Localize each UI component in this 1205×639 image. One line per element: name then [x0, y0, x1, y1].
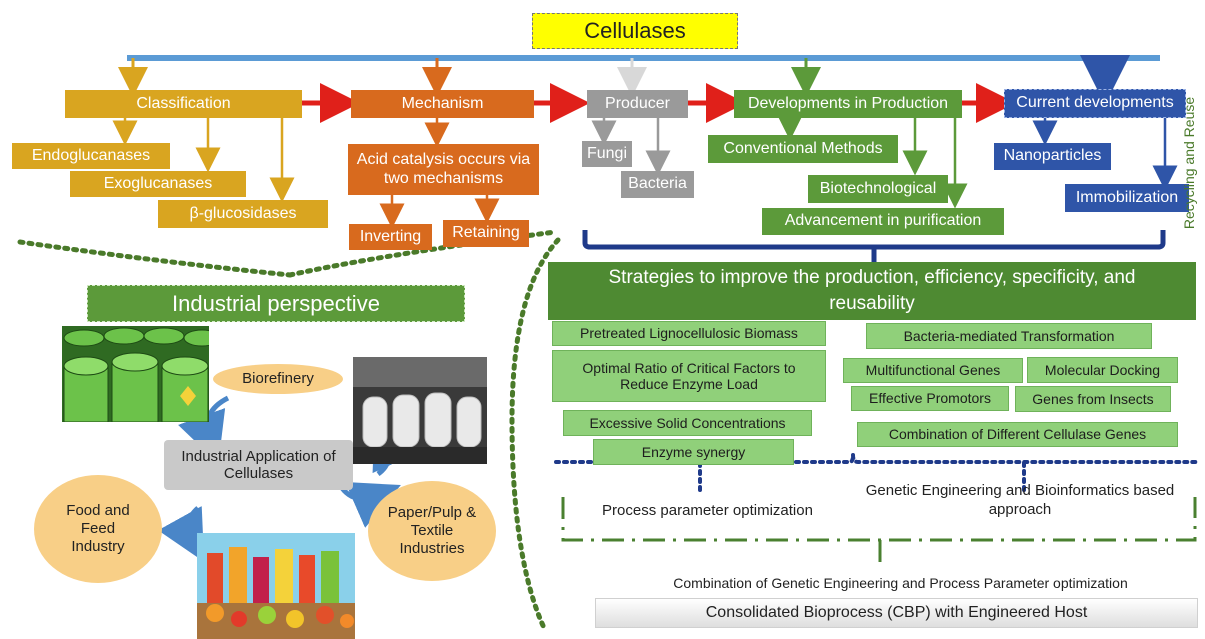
paper-rolls-image	[353, 357, 487, 464]
acid-catalysis-text: Acid catalysis occurs via two mechanisms	[356, 151, 531, 187]
mechanism-box: Mechanism	[351, 90, 534, 118]
cellulase-genes-combination-label: Combination of Different Cellulase Genes	[888, 426, 1147, 443]
juices-drawing	[197, 533, 355, 639]
bacteria-transformation-box: Bacteria-mediated Transformation	[866, 323, 1152, 349]
food-feed-oval: Food and Feed Industry	[34, 475, 162, 583]
combination-label: Combination of Genetic Engineering and P…	[603, 575, 1198, 593]
process-optimization-label: Process parameter optimization	[575, 502, 840, 521]
genetic-engineering-text: Genetic Engineering and Bioinformatics b…	[865, 482, 1175, 518]
immobilization-label: Immobilization	[1075, 188, 1179, 206]
bacteria-transformation-label: Bacteria-mediated Transformation	[903, 327, 1115, 344]
enzyme-synergy-box: Enzyme synergy	[593, 439, 794, 465]
genes-insects-label: Genes from Insects	[1032, 390, 1154, 407]
advancement-purification-label: Advancement in purification	[784, 212, 982, 230]
conventional-methods-box: Conventional Methods	[708, 135, 898, 163]
process-optimization-text: Process parameter optimization	[602, 502, 813, 519]
title-box: Cellulases	[532, 13, 738, 49]
combination-text: Combination of Genetic Engineering and P…	[673, 575, 1128, 591]
fungi-box: Fungi	[582, 141, 632, 167]
effective-promotors-box: Effective Promotors	[851, 386, 1009, 411]
fungi-label: Fungi	[586, 144, 628, 162]
solid-concentrations-label: Excessive Solid Concentrations	[589, 414, 786, 431]
genetic-engineering-label: Genetic Engineering and Bioinformatics b…	[855, 482, 1185, 520]
biotechnological-box: Biotechnological	[808, 175, 948, 203]
juices-image	[197, 533, 355, 639]
paper-rolls-drawing	[353, 357, 487, 464]
enzyme-synergy-label: Enzyme synergy	[641, 443, 746, 460]
developments-box: Developments in Production	[734, 90, 962, 118]
food-feed-label: Food and Feed Industry	[66, 502, 130, 555]
mechanism-label: Mechanism	[401, 94, 484, 112]
retaining-label: Retaining	[452, 224, 520, 242]
bacteria-box: Bacteria	[621, 171, 694, 198]
optimal-ratio-label: Optimal Ratio of Critical Factors to Red…	[582, 359, 796, 392]
industrial-application-text: Industrial Application of Cellulases	[181, 447, 336, 482]
pretreated-biomass-box: Pretreated Lignocellulosic Biomass	[552, 321, 826, 346]
advancement-purification-box: Advancement in purification	[762, 208, 1004, 235]
beta-glucosidases-box: β-glucosidases	[158, 200, 328, 228]
multifunctional-genes-box: Multifunctional Genes	[843, 358, 1023, 383]
nanoparticles-label: Nanoparticles	[1003, 147, 1102, 165]
cbp-text: Consolidated Bioprocess (CBP) with Engin…	[705, 603, 1088, 621]
industrial-perspective-title: Industrial perspective	[172, 290, 380, 316]
cellulase-genes-combination-box: Combination of Different Cellulase Genes	[857, 422, 1178, 447]
industrial-perspective-box: Industrial perspective	[87, 285, 465, 322]
title-text: Cellulases	[584, 18, 686, 44]
barrels-image	[62, 326, 209, 422]
developments-label: Developments in Production	[747, 94, 949, 112]
classification-box: Classification	[65, 90, 302, 118]
acid-catalysis-box: Acid catalysis occurs via two mechanisms	[348, 144, 539, 195]
current-developments-box: Current developments	[1004, 89, 1186, 118]
nanoparticles-box: Nanoparticles	[994, 143, 1111, 170]
paper-pulp-label: Paper/Pulp & Textile Industries	[387, 504, 477, 557]
effective-promotors-label: Effective Promotors	[869, 390, 991, 407]
endoglucanases-box: Endoglucanases	[12, 143, 170, 169]
recycling-reuse-label: Recycling and Reuse	[1176, 80, 1202, 245]
inverting-label: Inverting	[359, 227, 422, 245]
cbp-box: Consolidated Bioprocess (CBP) with Engin…	[595, 598, 1198, 628]
genes-insects-box: Genes from Insects	[1015, 386, 1171, 412]
recycling-reuse-text: Recycling and Reuse	[1181, 96, 1198, 229]
multifunctional-genes-label: Multifunctional Genes	[865, 362, 1001, 379]
strategies-title: Strategies to improve the production, ef…	[608, 267, 1136, 314]
classification-label: Classification	[136, 94, 231, 112]
paper-pulp-oval: Paper/Pulp & Textile Industries	[368, 481, 496, 581]
exoglucanases-label: Exoglucanases	[103, 174, 213, 192]
pretreated-biomass-label: Pretreated Lignocellulosic Biomass	[580, 325, 798, 342]
beta-glucosidases-label: β-glucosidases	[189, 204, 297, 222]
biorefinery-label: Biorefinery	[242, 370, 314, 387]
inverting-box: Inverting	[349, 224, 432, 250]
barrels-drawing	[62, 326, 209, 422]
producer-box: Producer	[587, 90, 688, 118]
molecular-docking-label: Molecular Docking	[1044, 361, 1161, 378]
producer-label: Producer	[605, 94, 670, 112]
industrial-application-box: Industrial Application of Cellulases	[164, 440, 353, 490]
strategies-box: Strategies to improve the production, ef…	[548, 262, 1196, 320]
conventional-methods-label: Conventional Methods	[723, 139, 883, 157]
bacteria-label: Bacteria	[628, 175, 687, 193]
retaining-box: Retaining	[443, 220, 529, 247]
optimal-ratio-box: Optimal Ratio of Critical Factors to Red…	[552, 350, 826, 402]
endoglucanases-label: Endoglucanases	[31, 146, 151, 164]
immobilization-box: Immobilization	[1065, 184, 1189, 212]
biorefinery-oval: Biorefinery	[213, 364, 343, 394]
molecular-docking-box: Molecular Docking	[1027, 357, 1178, 383]
exoglucanases-box: Exoglucanases	[70, 171, 246, 197]
solid-concentrations-box: Excessive Solid Concentrations	[563, 410, 812, 436]
biotechnological-label: Biotechnological	[819, 179, 937, 197]
current-developments-label: Current developments	[1016, 94, 1174, 112]
